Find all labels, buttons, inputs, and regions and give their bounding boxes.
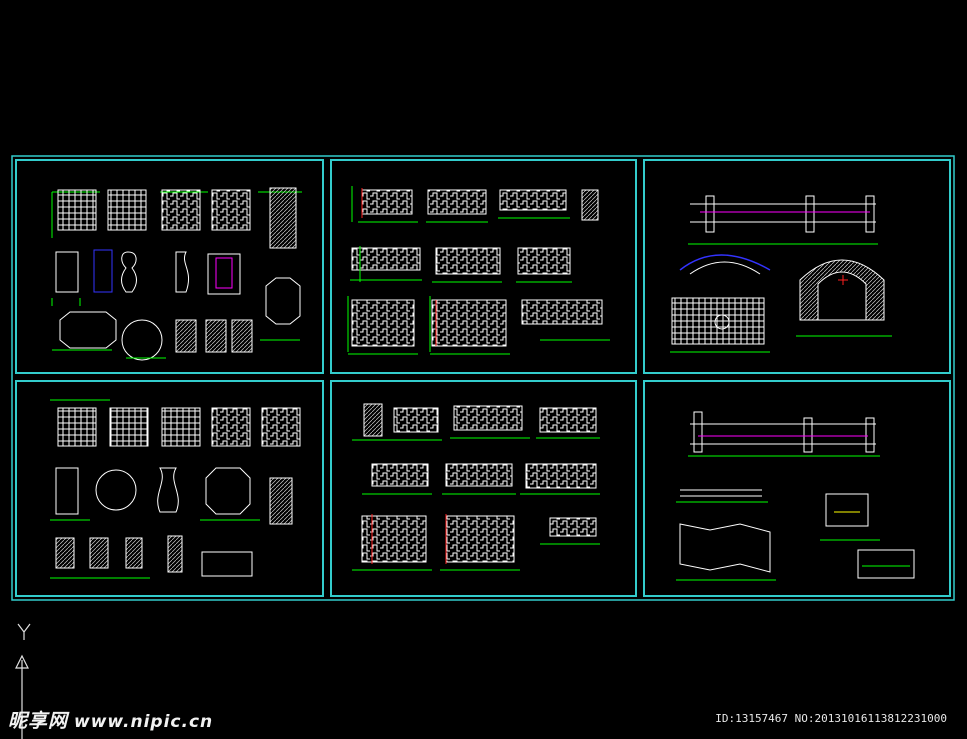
ucs-axis-icon [15, 623, 31, 739]
sheet-2-content [347, 186, 610, 355]
sheet-4 [15, 380, 324, 597]
sheet-borders [15, 159, 951, 597]
image-id-text: ID:13157467 NO:20131016113812231000 [715, 712, 947, 725]
sheet-1-content [51, 187, 302, 361]
sheet-5 [330, 380, 637, 597]
sheet-3-content [670, 195, 892, 353]
watermark-site-name: 昵享网 [8, 710, 69, 732]
sheet-3 [643, 159, 951, 374]
sheet-2 [330, 159, 637, 374]
drawing-frame [11, 155, 955, 601]
sheet-5-content [352, 403, 600, 571]
watermark-url: www.nipic.cn [74, 712, 214, 732]
sheet-4-content [50, 399, 301, 579]
sheet-6 [643, 380, 951, 597]
sheet-1 [15, 159, 324, 374]
sheet-6-content [676, 411, 915, 581]
